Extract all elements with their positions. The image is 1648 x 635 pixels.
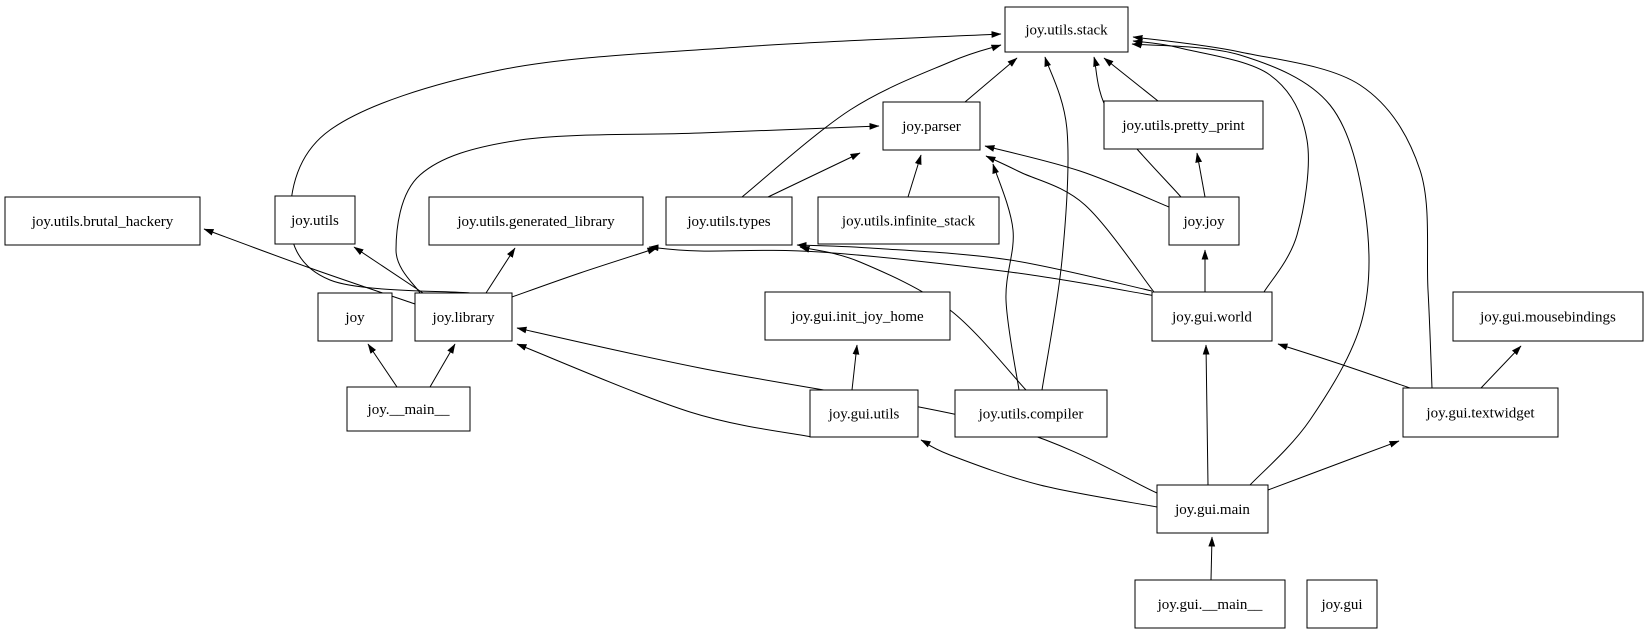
node-label-joy-utils-generated-library: joy.utils.generated_library (456, 214, 615, 230)
node-joy-gui-mousebindings: joy.gui.mousebindings (1452, 291, 1644, 342)
node-label-joy-gui-main: joy.gui.__main__ (1157, 597, 1263, 613)
edge-joy-library-to-joy-utils-types (511, 247, 658, 298)
node-label-joy-utils-types: joy.utils.types (686, 214, 770, 230)
node-label-joy-library: joy.library (432, 310, 495, 326)
node-joy-joy: joy.joy (1168, 196, 1240, 246)
edge-joy-gui-world-to-joy-utils-stack (1132, 39, 1309, 293)
node-joy-parser: joy.parser (882, 101, 981, 151)
edge-joy-gui-world-to-joy-utils-types (796, 241, 1153, 292)
node-label-joy-utils-compiler: joy.utils.compiler (978, 407, 1084, 423)
nodes-layer: joy.utils.stack joy.parser joy.utils.prett… (4, 6, 1644, 629)
node-label-joy-utils-stack: joy.utils.stack (1024, 23, 1108, 39)
edge-joy-gui-textwidget-to-joy-gui-world (1277, 343, 1411, 389)
node-box-joy-parser (882, 101, 981, 151)
node-box-joy-gui-main (1156, 484, 1269, 534)
edge-joy-library-to-joy-parser (395, 122, 880, 294)
node-joy-gui-main: joy.gui.__main__ (1134, 579, 1286, 629)
node-label-joy-utils-brutal-hackery: joy.utils.brutal_hackery (31, 214, 174, 230)
node-joy-library: joy.library (414, 292, 513, 342)
edge-joy-gui-main-to-joy-gui-world (1202, 344, 1210, 486)
node-box-joy-joy (1168, 196, 1240, 246)
edge-joy-library-to-joy-utils (353, 246, 424, 294)
node-label-joy-gui-init-joy-home: joy.gui.init_joy_home (790, 309, 924, 325)
node-joy-gui: joy.gui (1306, 579, 1378, 629)
node-box-joy-gui (1306, 579, 1378, 629)
edge-joy-utils-infinite-stack-to-joy-parser (907, 154, 922, 198)
edge-joy-joy-to-joy-parser (984, 145, 1170, 208)
node-label-joy-gui-main: joy.gui.main (1174, 502, 1250, 518)
node-label-joy-gui-textwidget: joy.gui.textwidget (1425, 406, 1535, 422)
node-joy-utils-infinite-stack: joy.utils.infinite_stack (817, 196, 1000, 245)
edge-joy-gui-main-to-joy-gui-textwidget (1267, 440, 1400, 491)
node-joy-utils-types: joy.utils.types (665, 196, 793, 246)
edge-joy-gui-utils-to-joy-gui-init-joy-home (851, 344, 860, 391)
node-label-joy-gui-utils: joy.gui.utils (828, 407, 900, 423)
node-box-joy-gui-utils (809, 389, 919, 438)
node-joy-gui-init-joy-home: joy.gui.init_joy_home (764, 291, 951, 341)
node-box-joy-utils-stack (1004, 6, 1129, 53)
node-box-joy-gui-mousebindings (1452, 291, 1644, 342)
edge-joy-joy-to-joy-utils-pretty-print (1195, 152, 1206, 198)
edge-joy-gui-world-to-joy-utils-generated-library (648, 244, 1157, 297)
node-joy-gui-main: joy.gui.main (1156, 484, 1269, 534)
edge-joy-utils-pretty-print-to-joy-utils-stack (1103, 57, 1159, 102)
node-box-joy-gui-textwidget (1402, 387, 1559, 438)
node-box-joy-gui-init-joy-home (764, 291, 951, 341)
node-label-joy-gui: joy.gui (1320, 597, 1362, 613)
node-joy-gui-world: joy.gui.world (1151, 291, 1273, 342)
node-joy-utils-stack: joy.utils.stack (1004, 6, 1129, 53)
node-label-joy: joy (344, 310, 365, 326)
node-box-joy-utils (274, 195, 356, 245)
edge-joy-library-to-joy-utils-generated-library (485, 247, 516, 294)
edge-joy-library-to-joy-utils-stack (289, 31, 1002, 294)
edge-joy-gui-textwidget-to-joy-utils-stack (1132, 34, 1433, 389)
node-label-joy-main: joy.__main__ (367, 402, 450, 418)
edge-joy-utils-compiler-to-joy-utils-stack (1041, 56, 1069, 391)
node-box-joy-gui-world (1151, 291, 1273, 342)
node-box-joy-gui-main (1134, 579, 1286, 629)
node-box-joy-main (346, 386, 471, 432)
node-box-joy-utils-types (665, 196, 793, 246)
node-joy-main: joy.__main__ (346, 386, 471, 432)
edge-joy-main-to-joy-library (429, 343, 456, 388)
edge-joy-gui-textwidget-to-joy-gui-mousebindings (1480, 345, 1522, 389)
node-label-joy-gui-world: joy.gui.world (1171, 310, 1252, 326)
edge-joy-gui-utils-to-joy-library (516, 343, 813, 438)
edge-joy-gui-main-to-joy-utils-stack (1131, 41, 1370, 486)
node-label-joy-utils: joy.utils (290, 213, 339, 229)
edge-joy-utils-compiler-to-joy-parser (992, 163, 1020, 391)
node-joy-utils-generated-library: joy.utils.generated_library (428, 196, 644, 246)
node-label-joy-parser: joy.parser (901, 119, 961, 135)
node-label-joy-utils-pretty-print: joy.utils.pretty_print (1121, 118, 1245, 134)
node-joy-gui-utils: joy.gui.utils (809, 389, 919, 438)
node-joy-utils-compiler: joy.utils.compiler (954, 389, 1108, 438)
node-box-joy (317, 292, 393, 342)
node-box-joy-utils-generated-library (428, 196, 644, 246)
node-label-joy-utils-infinite-stack: joy.utils.infinite_stack (841, 214, 976, 230)
edge-joy-main-to-joy (367, 343, 398, 388)
node-box-joy-utils-compiler (954, 389, 1108, 438)
node-box-joy-utils-brutal-hackery (4, 196, 201, 246)
edge-joy-utils-types-to-joy-parser (767, 152, 861, 198)
node-box-joy-utils-pretty-print (1103, 100, 1264, 150)
edge-joy-parser-to-joy-utils-stack (964, 57, 1018, 103)
edge-joy-utils-types-to-joy-utils-stack (741, 44, 1002, 198)
node-joy-utils-brutal-hackery: joy.utils.brutal_hackery (4, 196, 201, 246)
node-label-joy-gui-mousebindings: joy.gui.mousebindings (1479, 310, 1616, 326)
edge-joy-gui-world-to-joy-parser (985, 155, 1155, 293)
node-joy-utils-pretty-print: joy.utils.pretty_print (1103, 100, 1264, 150)
edge-joy-gui-main-to-joy-gui-utils (920, 439, 1158, 508)
edge-joy-gui-main-to-joy-gui-main (1208, 536, 1216, 581)
node-joy-gui-textwidget: joy.gui.textwidget (1402, 387, 1559, 438)
node-box-joy-library (414, 292, 513, 342)
node-joy-utils: joy.utils (274, 195, 356, 245)
node-joy: joy (317, 292, 393, 342)
node-label-joy-joy: joy.joy (1182, 214, 1225, 230)
node-box-joy-utils-infinite-stack (817, 196, 1000, 245)
